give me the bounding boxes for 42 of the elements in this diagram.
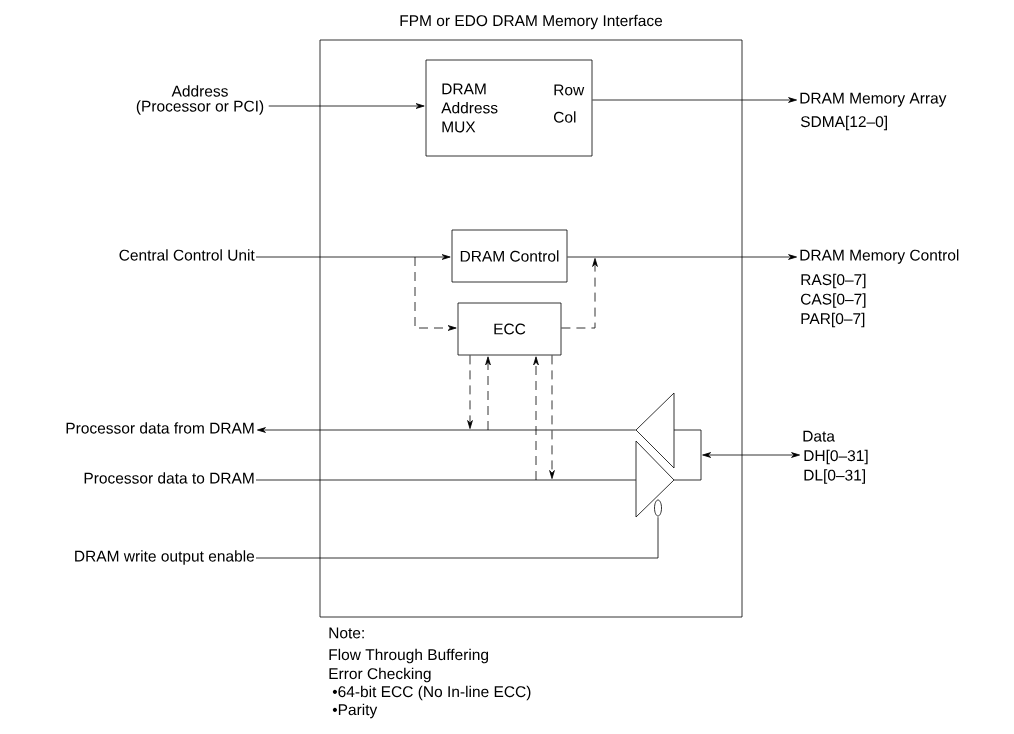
signal-name: CAS[0–7] (801, 293, 866, 308)
connector-line (255, 516, 659, 559)
signal-name: SDMA[12–0] (800, 115, 887, 131)
box-label: DRAM Address MUX (441, 83, 498, 133)
signal-name: PAR[0–7] (801, 312, 865, 328)
signal-name: RAS[0–7] (801, 273, 866, 289)
note-text: Note: (329, 627, 364, 639)
dashed-arrow (561, 258, 598, 329)
signal-label: DRAM write output enable (75, 550, 255, 565)
note-text: •64-bit ECC (No In-line ECC) (332, 685, 531, 701)
arrow (255, 254, 451, 260)
arrow (257, 427, 637, 433)
buffer-triangle (635, 440, 675, 518)
arrow (592, 97, 797, 103)
arrow (268, 103, 425, 109)
signal-label: Processor data to DRAM (84, 472, 254, 484)
signal-name: DL[0–31] (804, 469, 865, 484)
signal-name: DH[0–31] (804, 449, 868, 465)
arrow (702, 452, 800, 458)
arrow (567, 254, 797, 260)
dashed-arrow (485, 356, 491, 431)
signal-label: Data (803, 430, 835, 442)
control-box: DRAM Control (451, 229, 568, 283)
buffer-triangle (635, 392, 675, 469)
dashed-arrow (467, 355, 473, 429)
port-label: Col (554, 111, 576, 123)
signal-label: Address (Processor or PCI) (136, 85, 264, 115)
heading: FPM or EDO DRAM Memory Interface (400, 14, 663, 30)
ecc-box: ECC (457, 302, 562, 356)
connector-line (255, 479, 637, 481)
signal-label: DRAM Memory Control (800, 249, 959, 264)
dashed-arrow (533, 356, 539, 481)
port-label: Row (554, 84, 585, 96)
signal-label: DRAM Memory Array (800, 92, 947, 107)
bus-bracket (673, 429, 702, 481)
note-text: Error Checking (329, 667, 431, 683)
signal-label: Processor data from DRAM (66, 422, 254, 434)
note-text: •Parity (332, 703, 378, 719)
dashed-arrow (414, 256, 457, 331)
signal-label: Central Control Unit (119, 249, 255, 261)
dashed-arrow (549, 355, 555, 479)
note-text: Flow Through Buffering (329, 648, 488, 664)
